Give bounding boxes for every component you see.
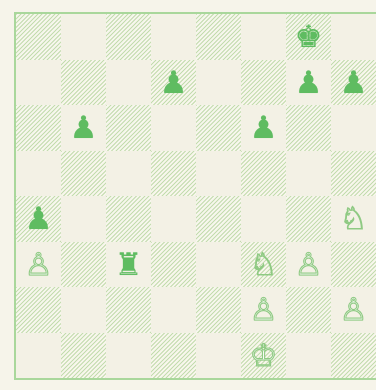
square-e3[interactable] bbox=[196, 242, 241, 288]
square-d6[interactable] bbox=[151, 105, 196, 151]
square-f7[interactable] bbox=[241, 60, 286, 106]
white-pawn-icon[interactable]: ♙ bbox=[25, 250, 53, 281]
square-a7[interactable] bbox=[16, 60, 61, 106]
square-e7[interactable] bbox=[196, 60, 241, 106]
white-pawn-icon[interactable]: ♙ bbox=[250, 295, 278, 326]
square-h1[interactable] bbox=[331, 333, 376, 379]
square-a2[interactable] bbox=[16, 287, 61, 333]
square-c6[interactable] bbox=[106, 105, 151, 151]
square-b8[interactable] bbox=[61, 14, 106, 60]
black-rook-icon[interactable]: ♜ bbox=[115, 250, 143, 281]
square-b7[interactable] bbox=[61, 60, 106, 106]
square-g5[interactable] bbox=[286, 151, 331, 197]
square-d5[interactable] bbox=[151, 151, 196, 197]
square-d2[interactable] bbox=[151, 287, 196, 333]
square-f1[interactable]: ♔ bbox=[241, 333, 286, 379]
square-c1[interactable] bbox=[106, 333, 151, 379]
square-a8[interactable] bbox=[16, 14, 61, 60]
black-pawn-icon[interactable]: ♟ bbox=[250, 113, 278, 144]
square-h6[interactable] bbox=[331, 105, 376, 151]
square-b5[interactable] bbox=[61, 151, 106, 197]
square-c3[interactable]: ♜ bbox=[106, 242, 151, 288]
square-e1[interactable] bbox=[196, 333, 241, 379]
square-f2[interactable]: ♙ bbox=[241, 287, 286, 333]
square-b6[interactable]: ♟ bbox=[61, 105, 106, 151]
square-h7[interactable]: ♟ bbox=[331, 60, 376, 106]
chess-board: ♚ ♟ ♟ ♟ ♟ ♟ ♟ ♘ ♙ ♜ ♘ ♙ ♙ ♙ ♔ bbox=[16, 14, 376, 378]
square-f6[interactable]: ♟ bbox=[241, 105, 286, 151]
square-c2[interactable] bbox=[106, 287, 151, 333]
white-pawn-icon[interactable]: ♙ bbox=[340, 295, 368, 326]
square-b3[interactable] bbox=[61, 242, 106, 288]
square-e5[interactable] bbox=[196, 151, 241, 197]
square-h8[interactable] bbox=[331, 14, 376, 60]
black-pawn-icon[interactable]: ♟ bbox=[25, 204, 53, 235]
square-a1[interactable] bbox=[16, 333, 61, 379]
chess-board-frame: ♚ ♟ ♟ ♟ ♟ ♟ ♟ ♘ ♙ ♜ ♘ ♙ ♙ ♙ ♔ bbox=[14, 12, 376, 380]
square-g2[interactable] bbox=[286, 287, 331, 333]
square-e2[interactable] bbox=[196, 287, 241, 333]
square-d1[interactable] bbox=[151, 333, 196, 379]
square-f3[interactable]: ♘ bbox=[241, 242, 286, 288]
square-c8[interactable] bbox=[106, 14, 151, 60]
square-a5[interactable] bbox=[16, 151, 61, 197]
square-a4[interactable]: ♟ bbox=[16, 196, 61, 242]
black-king-icon[interactable]: ♚ bbox=[295, 22, 323, 53]
square-d8[interactable] bbox=[151, 14, 196, 60]
square-f8[interactable] bbox=[241, 14, 286, 60]
square-b2[interactable] bbox=[61, 287, 106, 333]
square-h5[interactable] bbox=[331, 151, 376, 197]
square-h3[interactable] bbox=[331, 242, 376, 288]
square-d3[interactable] bbox=[151, 242, 196, 288]
square-d4[interactable] bbox=[151, 196, 196, 242]
square-c5[interactable] bbox=[106, 151, 151, 197]
white-pawn-icon[interactable]: ♙ bbox=[295, 250, 323, 281]
square-h2[interactable]: ♙ bbox=[331, 287, 376, 333]
square-d7[interactable]: ♟ bbox=[151, 60, 196, 106]
square-g1[interactable] bbox=[286, 333, 331, 379]
square-a3[interactable]: ♙ bbox=[16, 242, 61, 288]
square-c4[interactable] bbox=[106, 196, 151, 242]
white-king-icon[interactable]: ♔ bbox=[250, 341, 278, 372]
square-g7[interactable]: ♟ bbox=[286, 60, 331, 106]
black-pawn-icon[interactable]: ♟ bbox=[160, 68, 188, 99]
square-a6[interactable] bbox=[16, 105, 61, 151]
square-b1[interactable] bbox=[61, 333, 106, 379]
square-e4[interactable] bbox=[196, 196, 241, 242]
black-pawn-icon[interactable]: ♟ bbox=[70, 113, 98, 144]
square-f4[interactable] bbox=[241, 196, 286, 242]
square-b4[interactable] bbox=[61, 196, 106, 242]
square-c7[interactable] bbox=[106, 60, 151, 106]
square-e8[interactable] bbox=[196, 14, 241, 60]
white-knight-icon[interactable]: ♘ bbox=[250, 250, 278, 281]
square-g8[interactable]: ♚ bbox=[286, 14, 331, 60]
square-f5[interactable] bbox=[241, 151, 286, 197]
white-knight-icon[interactable]: ♘ bbox=[340, 204, 368, 235]
square-e6[interactable] bbox=[196, 105, 241, 151]
square-g4[interactable] bbox=[286, 196, 331, 242]
black-pawn-icon[interactable]: ♟ bbox=[295, 68, 323, 99]
black-pawn-icon[interactable]: ♟ bbox=[340, 68, 368, 99]
square-g3[interactable]: ♙ bbox=[286, 242, 331, 288]
square-h4[interactable]: ♘ bbox=[331, 196, 376, 242]
square-g6[interactable] bbox=[286, 105, 331, 151]
